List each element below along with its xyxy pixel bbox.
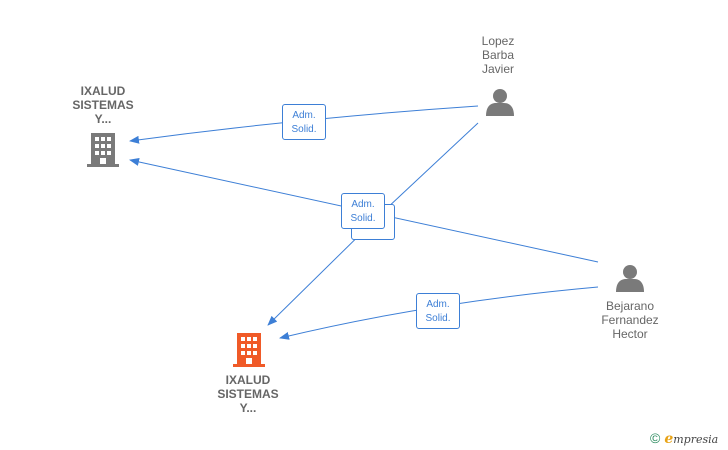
edge-label-line: Adm. xyxy=(292,110,316,121)
edge-label[interactable]: Adm. Solid. xyxy=(341,193,385,229)
person-bejarano-label[interactable]: Bejarano Fernandez Hector xyxy=(590,299,670,341)
brand-logo-e: e xyxy=(664,431,674,447)
footer-brand: ©empresia xyxy=(650,430,718,447)
person-lopez-label-line: Lopez xyxy=(481,34,515,48)
edge-label[interactable]: Adm. Solid. xyxy=(416,293,460,329)
brand-logo: empresia xyxy=(664,431,719,447)
company-main-label[interactable]: IXALUD SISTEMAS Y... xyxy=(205,373,291,415)
person-lopez-label-line: Barba xyxy=(481,48,515,62)
company-main-label-line: Y... xyxy=(239,401,257,415)
person-bejarano-label-line: Hector xyxy=(612,327,648,341)
person-bejarano-label-line: Fernandez xyxy=(601,313,659,327)
company-top-label[interactable]: IXALUD SISTEMAS Y... xyxy=(60,84,146,126)
person-icon[interactable] xyxy=(616,264,644,292)
brand-logo-text: mpresia xyxy=(673,433,719,446)
copyright-icon: © xyxy=(650,430,661,446)
edge-label-line: Solid. xyxy=(350,213,376,224)
building-icon[interactable] xyxy=(233,333,265,367)
company-top-label-line: Y... xyxy=(94,112,112,126)
edge-label-line: Solid. xyxy=(291,124,317,135)
company-top-label-line: IXALUD xyxy=(80,84,126,98)
building-icon[interactable] xyxy=(87,133,119,167)
edge-label-line: Solid. xyxy=(425,313,451,324)
edge-label-line: Adm. xyxy=(426,299,450,310)
edge-label[interactable]: Adm. Solid. xyxy=(282,104,326,140)
company-main-label-line: SISTEMAS xyxy=(217,387,279,401)
person-icon[interactable] xyxy=(486,88,514,116)
person-lopez-label[interactable]: Lopez Barba Javier xyxy=(458,34,538,76)
person-bejarano-label-line: Bejarano xyxy=(605,299,655,313)
person-lopez-label-line: Javier xyxy=(481,62,514,76)
edge-label-line: Adm. xyxy=(351,199,375,210)
company-main-label-line: IXALUD xyxy=(225,373,271,387)
company-top-label-line: SISTEMAS xyxy=(72,98,134,112)
